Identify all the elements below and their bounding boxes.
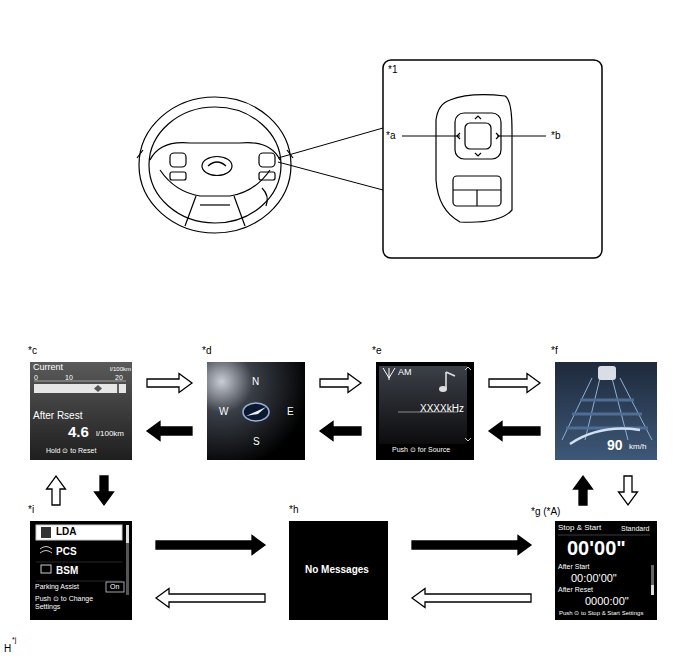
solid-arrow: [147, 422, 192, 441]
screen-text: After Start: [558, 563, 590, 571]
callout-label: *d: [202, 345, 211, 356]
switch-assembly: [436, 95, 512, 223]
screen-text: E: [287, 406, 294, 417]
cruise-screen: *f90km/h: [555, 362, 657, 460]
hollow-arrow: [47, 476, 66, 505]
screen-text: S: [253, 436, 260, 447]
callout-label: *e: [372, 345, 381, 356]
screen-stop-start: [555, 521, 657, 620]
screen-text: Current: [33, 363, 63, 373]
screen-text: Hold ⊙ to Reset: [46, 447, 96, 455]
settings-screen: *iLDAPCSBSMParking AssistOnPush ⊙ to Cha…: [30, 521, 132, 620]
fuel-screen: *cCurrentl/100km01020After Rsest4.6l/100…: [30, 362, 132, 460]
screen-text: 0000:00": [585, 595, 629, 607]
screen-text: N: [252, 376, 259, 387]
screen-text: 00:00'00": [571, 572, 617, 584]
screen-text: AM: [398, 368, 412, 378]
inset-frame: [383, 60, 602, 258]
callout-label: *j: [12, 636, 16, 644]
solid-arrow: [412, 536, 531, 555]
solid-arrow: [320, 422, 361, 441]
leader-line: [278, 128, 383, 190]
solid-arrow: [489, 422, 540, 441]
screen-text: W: [219, 406, 228, 417]
screen-text: 10: [65, 374, 73, 382]
screen-text: l/100km: [96, 430, 124, 439]
screen-text: On: [110, 583, 119, 591]
screen-compass: [207, 362, 305, 460]
screen-text: No Messages: [305, 564, 369, 575]
screen-text: Parking Assist: [35, 583, 79, 591]
callout-label: *a: [386, 130, 395, 141]
screen-text: Push ⊙ to Change Settings: [35, 595, 115, 612]
audio-screen: *eAMXXXXkHzPush ⊙ for Source: [376, 362, 474, 460]
screen-text: BSM: [56, 565, 78, 576]
hollow-arrow: [412, 589, 531, 608]
screen-text: Push ⊙ for Source: [392, 446, 450, 454]
screen-text: After Rsest: [33, 410, 82, 421]
callout-label: *g (*A): [531, 506, 560, 517]
message-screen: *hNo Messages: [289, 521, 388, 620]
leader-line: [402, 136, 546, 137]
screen-cruise: [555, 362, 657, 460]
screen-messages: [289, 521, 388, 620]
screen-text: l/100km: [110, 366, 131, 373]
compass-screen: *dNWES: [207, 362, 305, 460]
hollow-arrow: [147, 374, 192, 393]
screen-text: 0: [34, 374, 38, 382]
hollow-arrow: [489, 374, 540, 393]
callout-label: *i: [28, 504, 34, 515]
hollow-arrow: [320, 374, 361, 393]
callout-label: *1: [388, 64, 397, 75]
steering-wheel: [137, 97, 293, 233]
screen-text: 90: [607, 438, 623, 453]
screen-text: PCS: [56, 546, 77, 557]
callout-label: *h: [289, 504, 298, 515]
hollow-arrow: [156, 589, 265, 608]
screen-text: Standard: [621, 525, 649, 533]
callout-label: *f: [551, 345, 558, 356]
callout-label: *b: [551, 130, 560, 141]
solid-arrow: [156, 536, 265, 555]
screen-text: LDA: [56, 526, 77, 537]
screen-text: 4.6: [68, 424, 89, 441]
screen-audio: [376, 362, 474, 460]
callout-label: H: [4, 643, 11, 654]
solid-arrow: [574, 476, 593, 505]
screen-text: 20: [115, 374, 123, 382]
solid-arrow: [95, 476, 114, 505]
hollow-arrow: [619, 476, 638, 505]
screen-text: After Reset: [558, 586, 593, 594]
stop-start-screen: *g (*A)Stop & StartStandard00'00"After S…: [555, 521, 657, 620]
screen-settings: [30, 521, 132, 620]
screen-text: km/h: [629, 443, 646, 452]
callout-label: *c: [28, 345, 37, 356]
screen-text: Stop & Start: [558, 524, 601, 533]
screen-text: 00'00": [567, 537, 626, 559]
screen-text: Push ⊙ to Stop & Start Settings: [559, 610, 643, 617]
screen-fuel: [30, 362, 132, 460]
screen-text: XXXXkHz: [420, 403, 464, 414]
